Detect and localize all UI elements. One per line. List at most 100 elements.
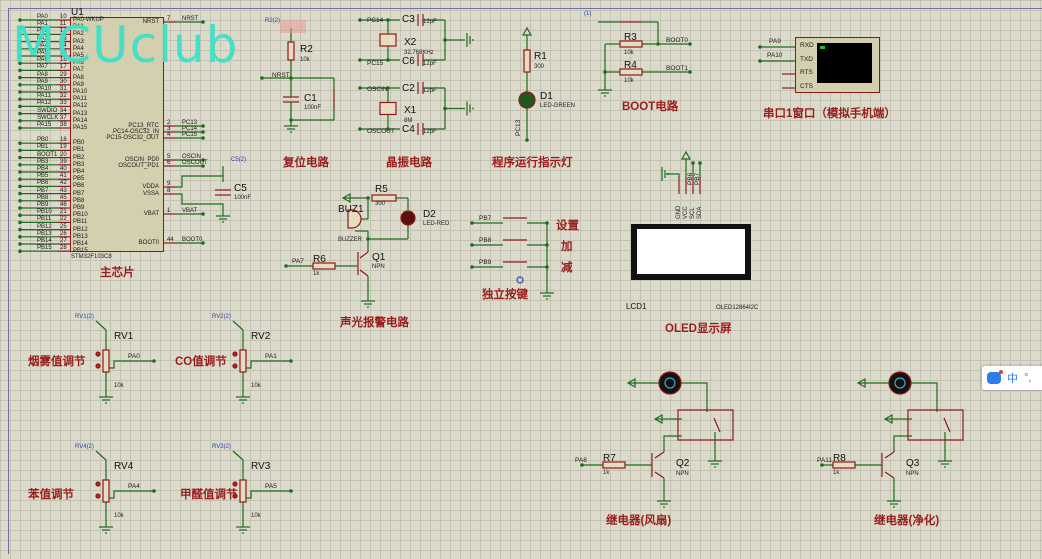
boot1-net: BOOT1	[666, 65, 689, 72]
pot-control-rv4[interactable]	[101, 480, 113, 502]
r5-ref: R5	[375, 184, 388, 195]
oled-ref: LCD1	[626, 302, 647, 311]
mcu-pin-num: 41	[60, 173, 67, 180]
relay-r-ref: R7	[603, 453, 616, 464]
resistor-r8	[832, 461, 856, 469]
relay-q-ref: Q2	[676, 458, 690, 469]
c1-value: 100nF	[304, 105, 322, 111]
pot-title: 苯值调节	[28, 489, 74, 501]
mcu-pin-name: BOOT0	[138, 240, 159, 246]
junction-dot	[18, 191, 22, 196]
c5-probe: C5(2)	[231, 157, 247, 163]
mcu-pin-name: VSSA	[142, 191, 159, 197]
junction-dot	[358, 127, 362, 131]
relay-title: 继电器(风扇)	[606, 515, 672, 527]
r4-resistor	[619, 68, 643, 76]
mcu-pin-name: PB14	[73, 241, 88, 247]
relay-contact-icon	[943, 417, 951, 433]
key-minus-button[interactable]	[503, 257, 527, 271]
transistor-icon	[884, 471, 895, 479]
mcu-pin-num: 12	[60, 28, 67, 35]
boot-title: BOOT电路	[622, 101, 679, 113]
mcu-title: 主芯片	[100, 267, 135, 279]
ime-toolbar[interactable]: 中 °,	[982, 366, 1042, 390]
r3-ref: R3	[624, 32, 637, 43]
mcu-pin-net-pa7: PA7	[37, 64, 48, 71]
buz1-value: BUZZER	[338, 237, 362, 243]
mcu-pin-num: 25	[60, 223, 67, 230]
pot-probe: RV2(2)	[212, 314, 231, 320]
pot-control-rv1[interactable]	[101, 350, 113, 372]
reset-button[interactable]	[328, 88, 338, 110]
relay-icon	[907, 409, 964, 441]
mcu-pin-net-pa4: PA4	[37, 42, 48, 49]
ime-logo-icon[interactable]	[987, 370, 1003, 384]
pot-terminal-icon	[232, 351, 238, 357]
r6-value: 1k	[313, 271, 320, 277]
junction-dot	[201, 20, 205, 24]
junction-dot	[545, 243, 549, 247]
mcu-pin-name: PA8	[73, 74, 84, 81]
relay-r-ref: R8	[833, 453, 846, 464]
junction-dot	[386, 18, 390, 22]
mcu-pin-net-swdio: SWDIO	[37, 107, 58, 114]
mcu-pin-net-pa2: PA2	[37, 28, 48, 35]
pot-control-rv2[interactable]	[238, 350, 250, 372]
pot-ref: RV3	[251, 461, 271, 472]
junction-dot	[580, 463, 584, 467]
pot-value: 10k	[251, 383, 261, 389]
relay-motor-1[interactable]	[659, 372, 681, 394]
ime-mode-toggle[interactable]: 中	[1007, 373, 1018, 385]
junction-dot	[289, 359, 293, 363]
xtal-net-oscout: OSCOUT	[367, 128, 395, 135]
pot-terminal-icon	[95, 493, 101, 499]
crystal-icon	[379, 101, 397, 116]
alarm-title: 声光报警电路	[340, 317, 409, 329]
alarm-net: PA7	[292, 258, 304, 265]
key-net-pb7: PB7	[479, 215, 492, 222]
c5-ref: C5	[234, 183, 247, 194]
key-plus-button[interactable]	[503, 235, 527, 249]
junction-dot	[289, 118, 293, 122]
d2-ref: D2	[423, 209, 436, 220]
junction-dot	[386, 58, 390, 62]
serial-net-pa10: PA10	[767, 52, 783, 59]
mcu-pin-net-oscout: OSCOUT	[182, 160, 208, 166]
mcu-pin-num: 4	[167, 132, 171, 138]
q1-transistor-icon	[359, 251, 369, 259]
relay-motor-2[interactable]	[889, 372, 911, 394]
mcu-pin-name: PC14-OSC32_IN	[112, 129, 159, 135]
mcu-pin-num: 8	[167, 188, 171, 194]
junction-dot	[201, 241, 205, 245]
xtal-net-pc15: PC15	[367, 60, 384, 67]
r5-value: 300	[375, 201, 386, 207]
ime-punct-toggle[interactable]: °,	[1024, 372, 1032, 384]
junction-dot	[18, 155, 22, 160]
keys-title: 独立按键	[482, 289, 528, 301]
pot-terminal-icon	[95, 363, 101, 369]
junction-dot	[289, 76, 293, 80]
relay-wire	[911, 382, 938, 412]
serial-terminal-screen[interactable]	[817, 43, 872, 83]
d1-value: LED-GREEN	[540, 103, 576, 109]
relay-q-value: NPN	[906, 471, 919, 477]
key-set-button[interactable]	[503, 213, 527, 227]
x2-value: 32.768KHz	[404, 50, 434, 56]
mcu-pin-num: 16	[60, 57, 67, 64]
boot-button[interactable]	[620, 12, 642, 22]
mcu-pin-name: VBAT	[143, 211, 159, 217]
junction-dot	[152, 489, 156, 493]
mcu-pin-name: PB12	[73, 226, 88, 233]
relay-q-ref: Q3	[906, 458, 920, 469]
q1-transistor-icon	[359, 269, 369, 277]
mcu-pin-name: PA5	[73, 53, 84, 59]
mcu-chip[interactable]	[70, 17, 164, 252]
oled-net-pb7: PB7	[694, 172, 701, 185]
mcu-pin-num: 28	[60, 245, 67, 252]
junction-dot	[656, 42, 660, 46]
pot-control-rv3[interactable]	[238, 480, 250, 502]
oled-title: OLED显示屏	[665, 323, 732, 335]
oled-display-screen	[637, 229, 745, 274]
relay-contact-icon	[713, 417, 721, 433]
